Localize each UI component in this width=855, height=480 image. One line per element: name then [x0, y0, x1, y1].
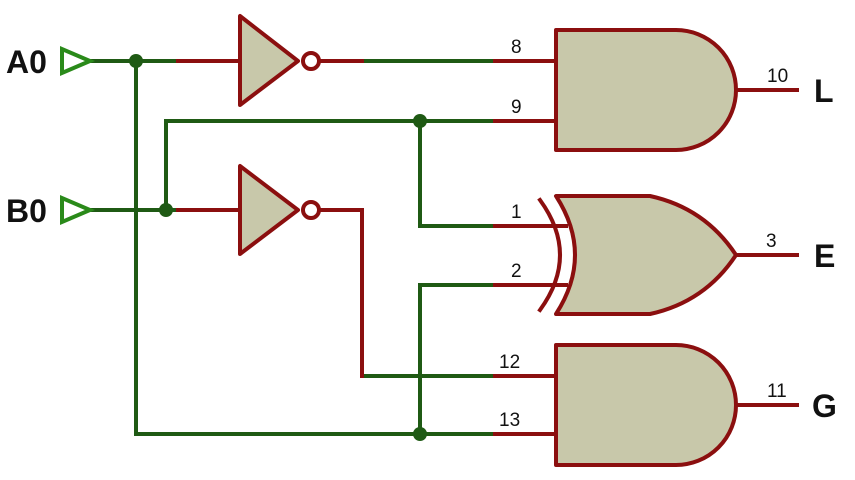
output-label-g: G [812, 388, 837, 424]
junction-dot [413, 114, 427, 128]
not-gate-a [176, 14, 364, 107]
pin-label: 8 [511, 37, 522, 58]
and-gate-g [493, 343, 799, 467]
pin-label: 9 [511, 97, 522, 118]
junction-dot [413, 427, 427, 441]
pin-label: 3 [766, 231, 777, 252]
and-gate-l [493, 28, 799, 152]
net-a0-xnor [418, 283, 497, 436]
output-label-e: E [814, 238, 835, 274]
net-b0 [90, 119, 497, 228]
pin-label: 10 [767, 66, 788, 87]
pin-label: 2 [511, 261, 522, 282]
junction-dot [129, 54, 143, 68]
pin-label: 12 [499, 352, 520, 373]
xnor-gate-e [493, 194, 799, 316]
input-label-a0: A0 [6, 44, 47, 80]
input-marker-icon [60, 194, 96, 226]
pin-label: 13 [499, 410, 520, 431]
not-gate-b [176, 164, 364, 378]
junction-dot [159, 203, 173, 217]
input-marker-icon [60, 45, 96, 77]
input-label-b0: B0 [6, 193, 47, 229]
output-label-l: L [814, 73, 834, 109]
pin-label: 11 [767, 381, 787, 402]
net-a0 [90, 59, 497, 436]
pin-label: 1 [511, 202, 522, 223]
